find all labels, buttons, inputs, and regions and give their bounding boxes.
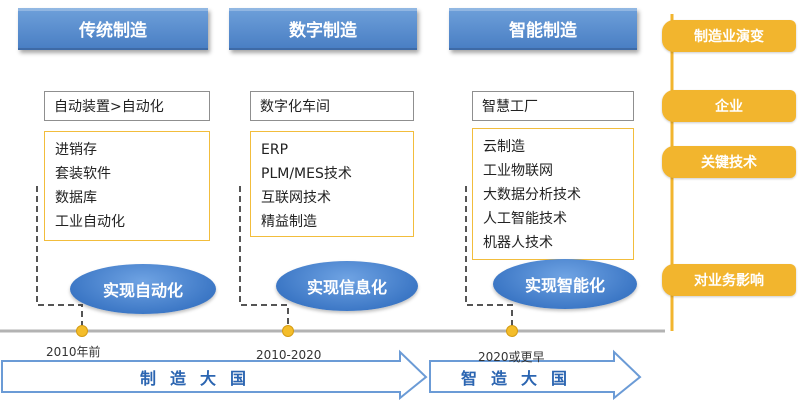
stage-header-digital: 数字制造 [229,8,417,50]
stage-header-traditional: 传统制造 [18,8,208,50]
impact-ellipse-intelligence: 实现智能化 [493,259,637,309]
tech-item: 工业自动化 [55,214,125,230]
side-label-key-tech: 关键技术 [662,146,796,178]
arrow-shape-2 [429,349,642,400]
tech-item: 进销存 [55,142,97,158]
stage-title: 智能制造 [509,20,577,41]
stage-title: 传统制造 [79,20,147,41]
impact-ellipse-automation: 实现自动化 [70,264,216,314]
tech-item: 机器人技术 [483,235,553,251]
tech-item: 云制造 [483,139,525,155]
impact-label: 实现智能化 [524,276,605,295]
side-label-text: 企业 [715,99,743,115]
side-label-enterprise: 企业 [662,90,796,122]
arrow-shape-1 [1,349,428,400]
side-label-text: 制造业演变 [694,29,764,45]
side-label-business-impact: 对业务影响 [662,264,796,296]
tech-item: ERP [261,142,289,158]
timeline-dot [506,325,518,337]
connector-stage-3 [465,186,513,328]
enterprise-box-traditional: 自动装置>自动化 [44,91,210,121]
side-label-text: 关键技术 [701,155,757,171]
tech-box-intelligent: 云制造 工业物联网 大数据分析技术 人工智能技术 机器人技术 [472,128,634,260]
timeline-dot [76,325,88,337]
tech-item: 套装软件 [55,166,111,182]
tech-item: PLM/MES技术 [261,166,352,182]
side-label-evolution: 制造业演变 [662,20,796,52]
arrow-manufacturing-power: 制造大国 [2,361,426,392]
year-label: 2020或更早 [478,350,545,364]
arrow-label: 制造大国 [139,368,260,388]
stage-header-intelligent: 智能制造 [449,8,637,50]
enterprise-box-intelligent: 智慧工厂 [472,91,634,121]
side-label-text: 对业务影响 [694,273,764,289]
enterprise-label: 智慧工厂 [482,99,538,115]
tech-item: 数据库 [55,190,97,206]
tech-box-digital: ERP PLM/MES技术 互联网技术 精益制造 [250,131,414,237]
tech-box-traditional: 进销存 套装软件 数据库 工业自动化 [44,131,210,241]
impact-ellipse-informatization: 实现信息化 [276,261,418,311]
tech-item: 大数据分析技术 [483,187,581,203]
enterprise-label: 自动装置>自动化 [54,99,164,115]
connector-stage-2 [239,186,289,328]
year-label: 2010-2020 [256,348,322,362]
year-label: 2010年前 [46,345,101,359]
enterprise-box-digital: 数字化车间 [250,91,414,121]
impact-label: 实现自动化 [102,281,183,300]
tech-item: 精益制造 [261,214,317,230]
timeline-dot [282,325,294,337]
enterprise-label: 数字化车间 [260,99,330,115]
arrow-label: 智造大国 [460,368,581,388]
impact-label: 实现信息化 [306,278,387,297]
arrow-smart-manufacturing-power: 智造大国 [430,361,640,392]
connector-stage-1 [36,186,83,328]
tech-item: 人工智能技术 [483,211,567,227]
tech-item: 互联网技术 [261,190,331,206]
stage-title: 数字制造 [289,20,357,41]
tech-item: 工业物联网 [483,163,553,179]
